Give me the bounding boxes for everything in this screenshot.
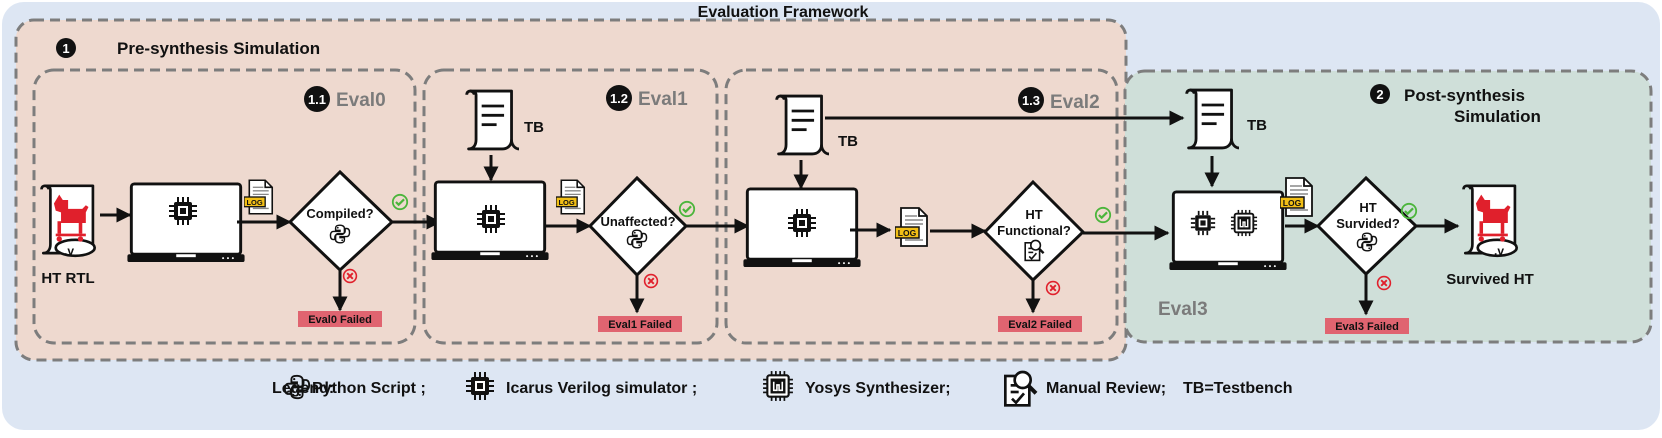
stage2-number-badge [1370, 84, 1390, 104]
input-label: HT RTL [41, 270, 94, 287]
decision-unaffected-text: Unaffected? [600, 214, 675, 229]
input-file-ext: .v [64, 244, 74, 258]
legend-python: Python Script ; [312, 380, 426, 397]
eval0-name: Eval0 [336, 90, 386, 111]
eval2-number: 1.3 [1022, 93, 1040, 108]
stage2-number: 2 [1376, 87, 1383, 102]
eval2-number-badge [1018, 87, 1044, 113]
trojan-horse-icon [1462, 184, 1519, 258]
legend-manual: Manual Review; [1046, 380, 1166, 397]
eval0-failed-badge [298, 311, 382, 327]
decision-functional-text-1: HT [1025, 207, 1042, 222]
decision-functional-text-2: Functional? [997, 223, 1071, 238]
output-file-ext: .v [1494, 244, 1504, 258]
eval1-number: 1.2 [610, 91, 628, 106]
yosys-chip-icon [1230, 209, 1258, 237]
stage1-number: 1 [62, 41, 69, 56]
legend-icarus: Icarus Verilog simulator ; [506, 380, 697, 397]
yosys-chip-icon [762, 370, 794, 402]
stage1-label: Pre-synthesis Simulation [117, 39, 320, 58]
stage1-number-badge [56, 38, 76, 58]
eval2-failed-text: Eval2 Failed [1008, 319, 1072, 331]
eval0-number-badge [304, 86, 330, 112]
eval2-name: Eval2 [1050, 92, 1100, 113]
eval3-failed-text: Eval3 Failed [1335, 321, 1399, 333]
decision-survived-text-1: HT [1359, 200, 1376, 215]
eval1-box [422, 68, 719, 345]
eval2-failed-badge [998, 316, 1082, 332]
eval0-box [32, 68, 417, 345]
tb2-label: TB [838, 133, 858, 150]
eval3-name: Eval3 [1158, 299, 1208, 320]
laptop-icon [125, 182, 247, 264]
eval1-name: Eval1 [638, 89, 688, 110]
eval3-failed-badge [1325, 318, 1409, 334]
legend-yosys: Yosys Synthesizer; [805, 380, 951, 397]
legend: Legend: Python Script ; Icarus Verilog s… [272, 370, 1293, 408]
eval1-failed-text: Eval1 Failed [608, 319, 672, 331]
decision-survived-text-2: Survided? [1336, 216, 1400, 231]
laptop-icon [1167, 190, 1289, 272]
framework-title: Evaluation Framework [698, 4, 869, 21]
eval1-number-badge [606, 85, 632, 111]
tb1-label: TB [524, 119, 544, 136]
eval0-failed-text: Eval0 Failed [308, 314, 372, 326]
decision-compiled-text: Compiled? [306, 206, 373, 221]
stage2-label-line1: Post-synthesis [1404, 86, 1525, 105]
legend-tb: TB=Testbench [1183, 380, 1293, 397]
eval1-failed-badge [598, 316, 682, 332]
tb3-label: TB [1247, 117, 1267, 134]
eval0-number: 1.1 [308, 92, 326, 107]
stage2-label-line2: Simulation [1454, 107, 1541, 126]
eval2-box [724, 68, 1119, 345]
output-label: Survived HT [1446, 271, 1534, 288]
